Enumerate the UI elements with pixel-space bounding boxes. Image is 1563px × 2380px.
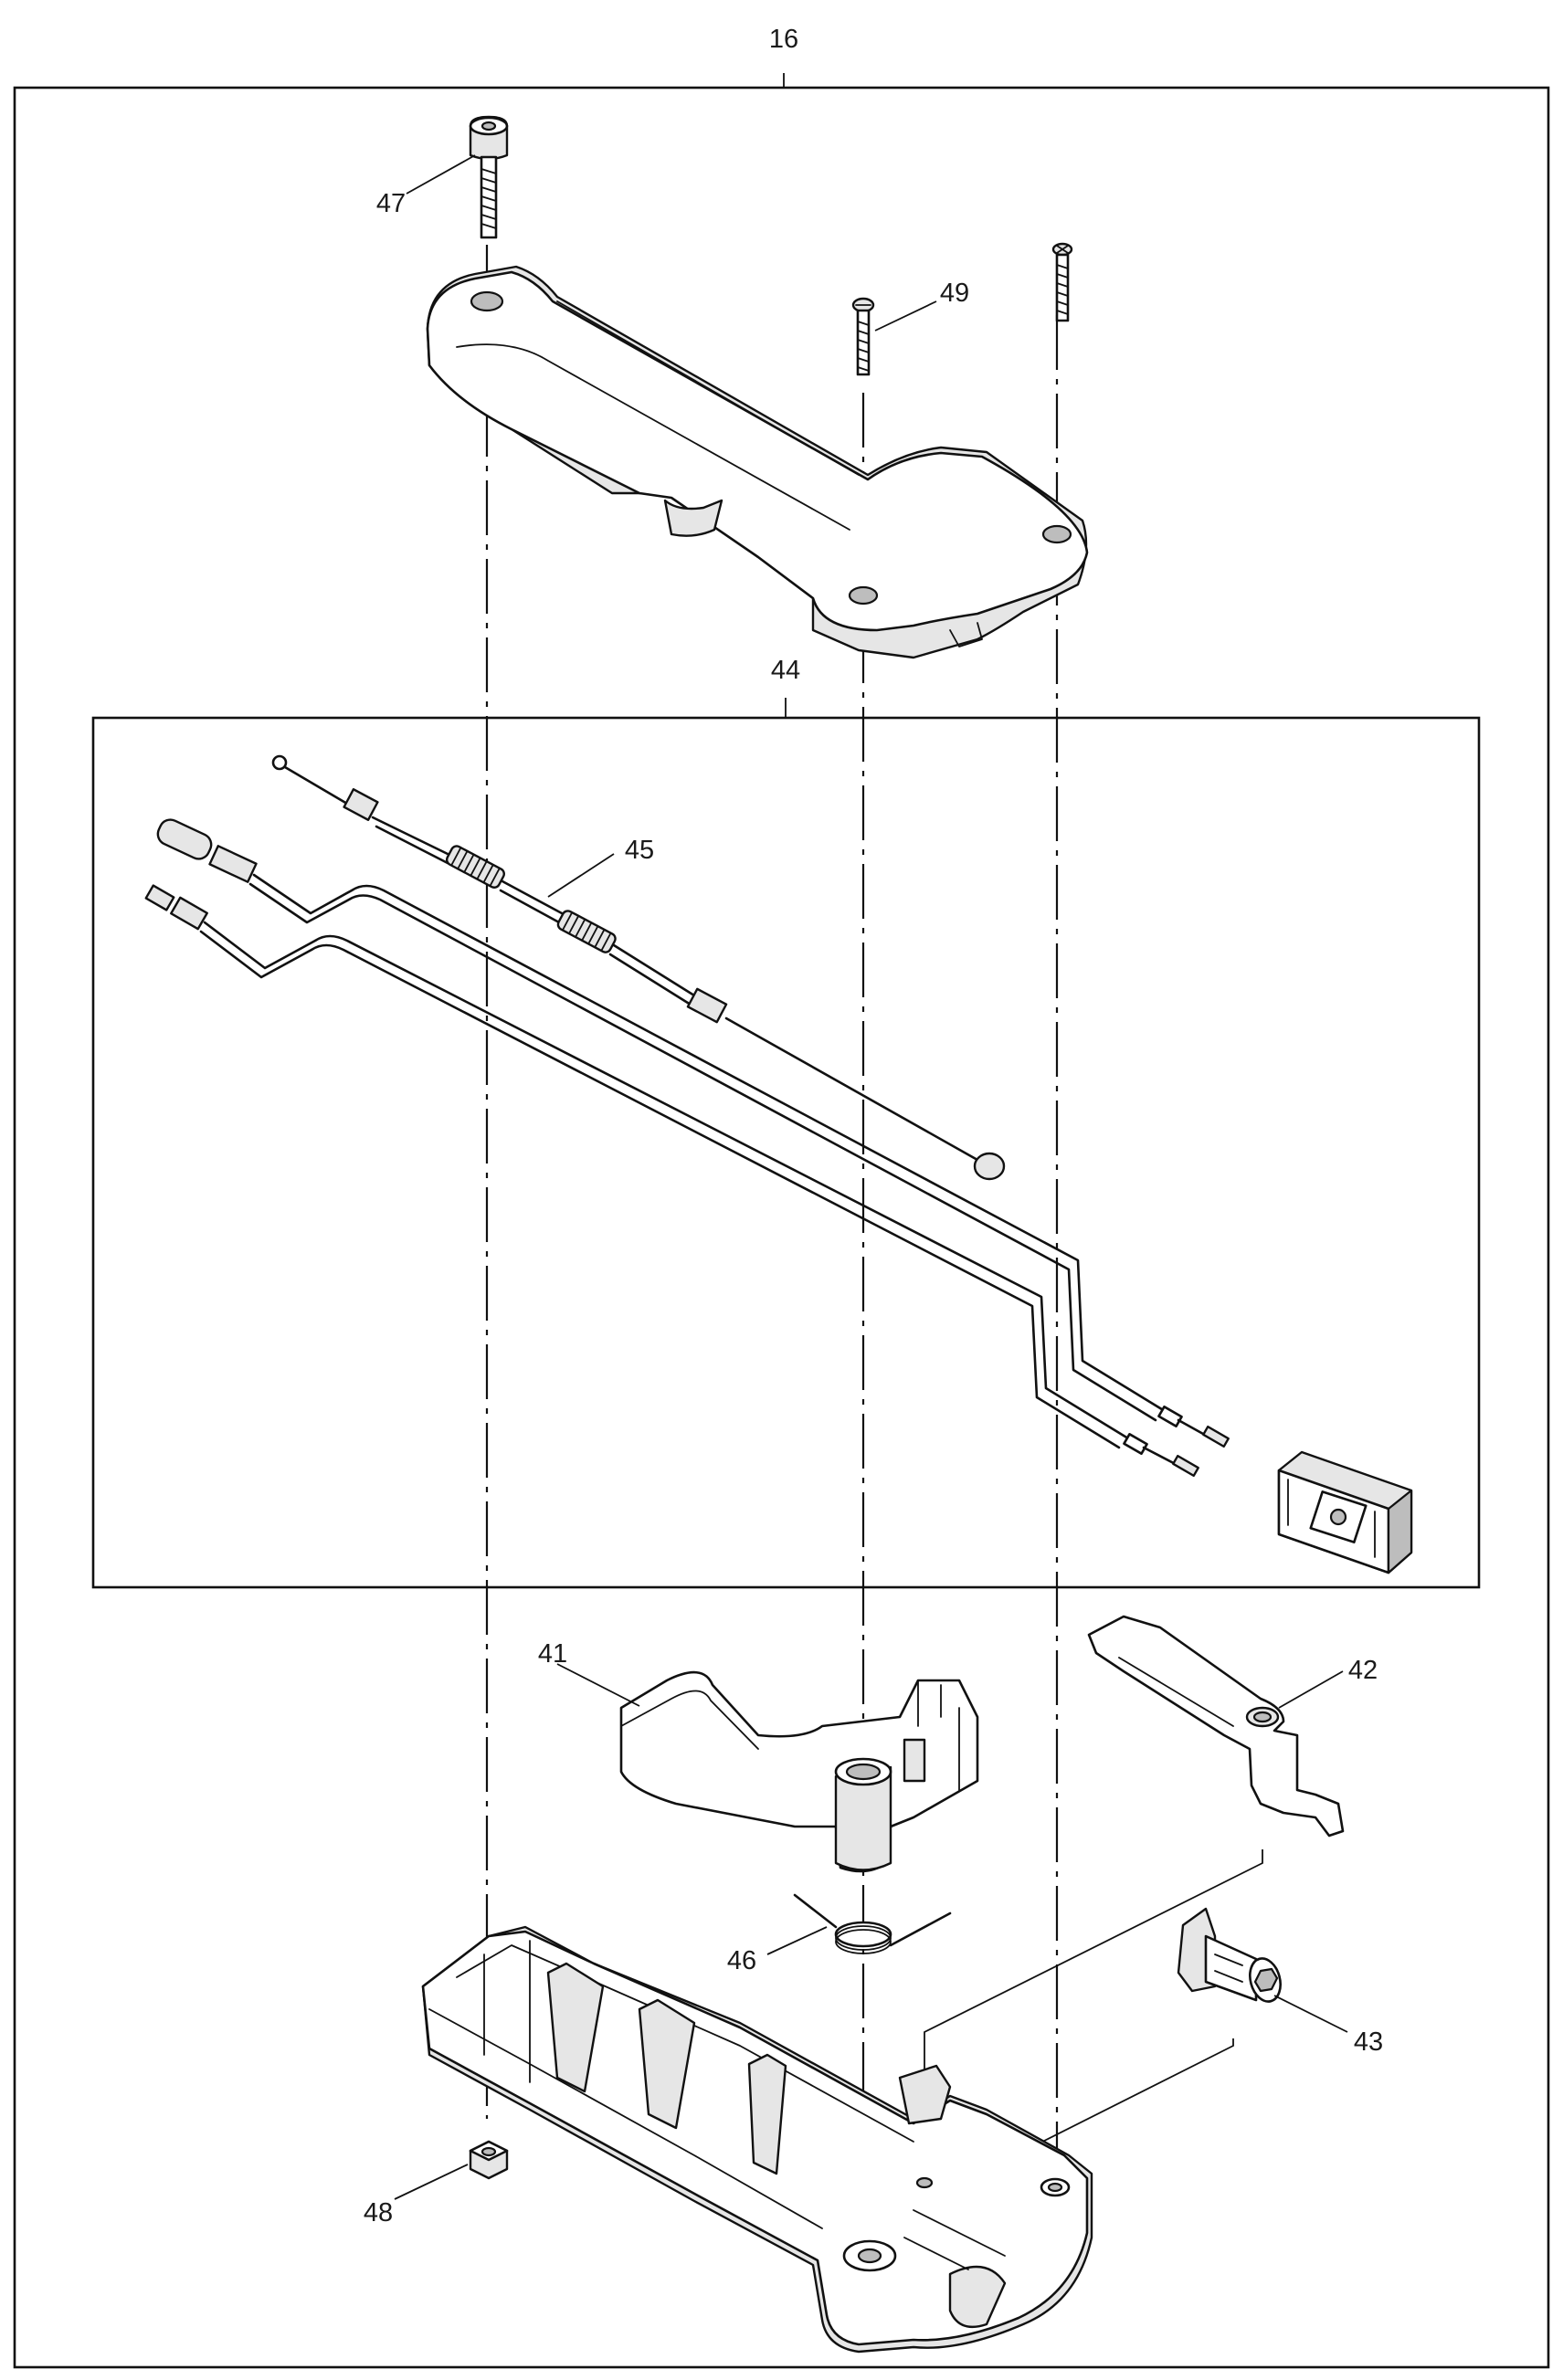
guide-line-42 [924, 1849, 1263, 2101]
callout-45: 45 [625, 836, 654, 865]
tapping-screw [1051, 242, 1073, 322]
part-42-lock-lever [1087, 1615, 1345, 1838]
callout-48: 48 [364, 2198, 393, 2227]
leader-47 [406, 154, 476, 195]
callout-16: 16 [769, 25, 798, 54]
callout-49: 49 [940, 279, 969, 308]
callout-46: 46 [727, 1946, 756, 1975]
callout-47: 47 [376, 189, 406, 218]
leader-48 [394, 2164, 469, 2200]
upper-handle-housing [426, 265, 1089, 659]
assembly-frame [13, 86, 1550, 2369]
callout-43: 43 [1354, 2027, 1383, 2057]
lower-handle-housing [421, 1925, 1093, 2354]
part-46-torsion-spring [793, 1893, 952, 1954]
part-49-screw [851, 297, 875, 376]
part-41-throttle-trigger [619, 1670, 979, 1873]
leader-46 [766, 1926, 828, 1955]
callout-44: 44 [771, 656, 800, 685]
stop-switch [1277, 1450, 1413, 1574]
wire-harness [144, 818, 1230, 1478]
leader-45 [547, 853, 615, 898]
leader-43 [1273, 1995, 1348, 2033]
part-48-hex-nut [469, 2140, 509, 2180]
part-43-adjusting-knob [1177, 1907, 1282, 2003]
leader-41 [556, 1663, 640, 1707]
part-45-throttle-cable [271, 754, 1006, 1181]
leader-49 [874, 300, 937, 332]
leader-42 [1278, 1670, 1344, 1709]
part-47-bolt [469, 115, 509, 239]
subassembly-frame [91, 716, 1481, 1589]
callout-42: 42 [1348, 1656, 1378, 1685]
callout-41: 41 [538, 1639, 567, 1669]
